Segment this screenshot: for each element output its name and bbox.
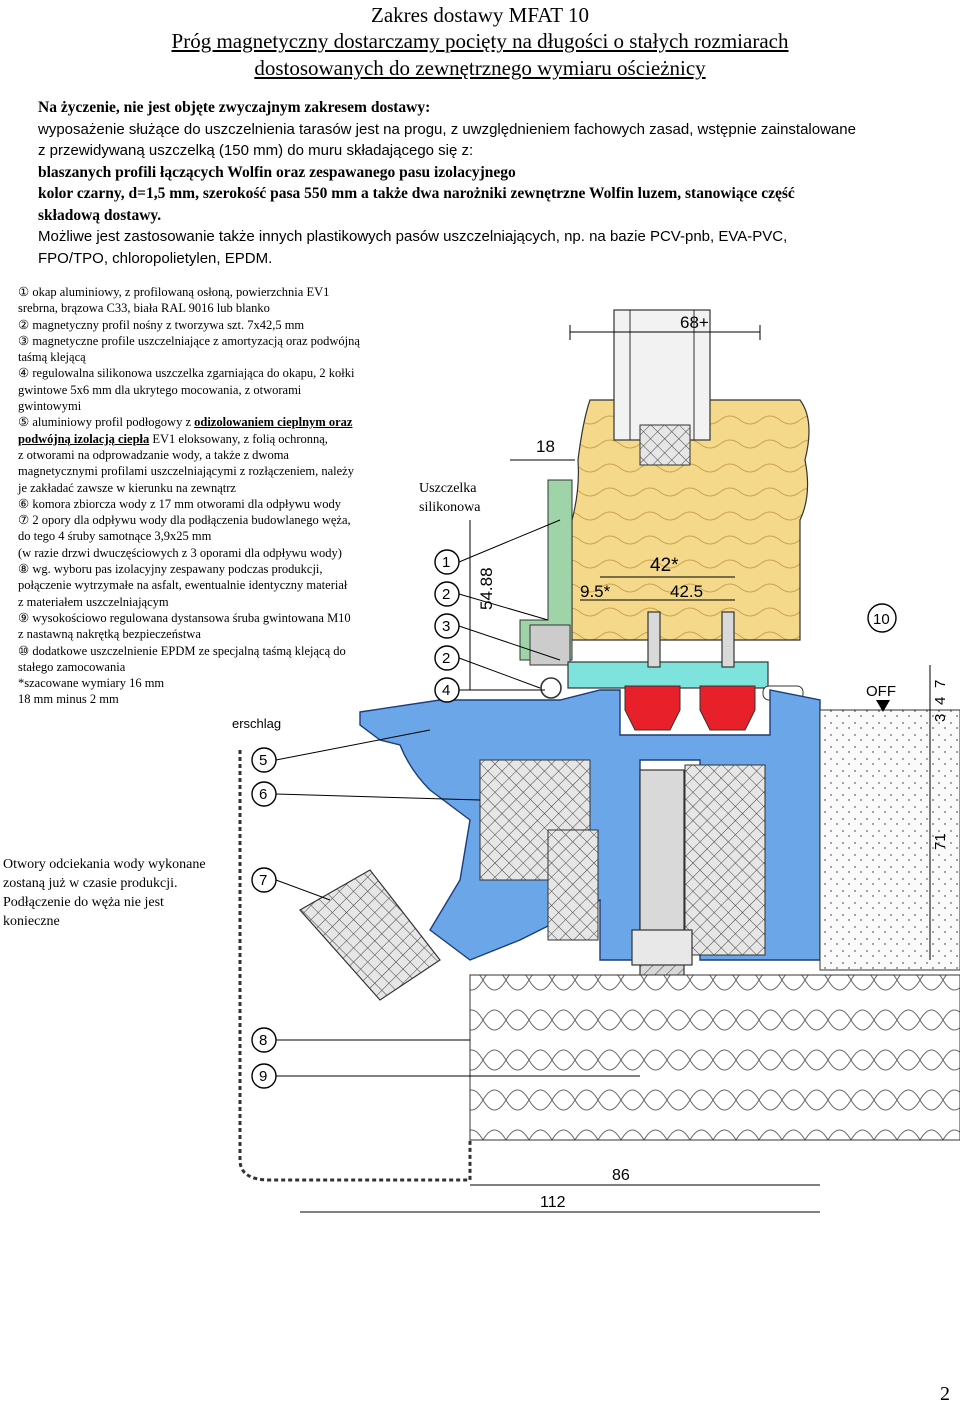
thermal-break-inner — [547, 829, 599, 941]
dim-86: 86 — [612, 1167, 630, 1184]
legend-line: ⑤ aluminiowy profil podłogowy z odizolow… — [18, 414, 413, 430]
legend-line: gwintowymi — [18, 399, 82, 414]
seal-label-line: Uszczelka — [419, 481, 477, 496]
page-header: Zakres dostawy MFAT 10 Próg magnetyczny … — [0, 0, 960, 82]
cyan-mounting-plate — [567, 661, 769, 689]
callout-2b-label: 2 — [442, 650, 450, 667]
interior-screed — [819, 709, 960, 971]
legend-line: z otworami na odprowadzanie wody, a takż… — [18, 447, 289, 462]
component-legend: ① okap aluminiowy, z profilowaną osłoną,… — [18, 284, 413, 708]
intro-line: składową dostawy. — [38, 206, 162, 224]
glazing-spacer — [639, 424, 691, 466]
magnetic-seal-left — [624, 685, 681, 731]
dim-4: 4 — [932, 697, 949, 705]
document-subtitle-line1: Próg magnetyczny dostarczamy pocięty na … — [171, 29, 789, 53]
callout-6-label: 6 — [259, 786, 267, 803]
dim-54-88: 54.88 — [477, 567, 496, 610]
drain-note-line: konieczne — [3, 914, 60, 929]
dim-71: 71 — [932, 833, 949, 850]
thermal-break-right — [684, 764, 766, 956]
dim-9-5: 9.5* — [580, 582, 611, 601]
legend-line: magnetycznymi profilami uszczelniającymi… — [18, 464, 354, 479]
legend-line: ⑦ 2 opory dla odpływu wody dla podłączen… — [18, 513, 351, 528]
dim-112: 112 — [540, 1194, 566, 1211]
legend-line: z nastawną nakrętką bezpieczeństwa — [18, 627, 201, 642]
drain-note-line: Otwory odciekania wody wykonane — [3, 857, 206, 872]
legend-line: ③ magnetyczne profile uszczelniające z a… — [18, 333, 360, 348]
legend-line: ⑥ komora zbiorcza wody z 17 mm otworami … — [18, 496, 341, 511]
intro-line: blaszanych profili łączących Wolfin oraz… — [38, 163, 516, 181]
silicone-seal-label: Uszczelka silikonowa — [419, 479, 480, 517]
intro-line: Na życzenie, nie jest objęte zwyczajnym … — [38, 99, 431, 116]
legend-line: *szacowane wymiary 16 mm — [18, 676, 165, 691]
callout-2-label: 2 — [442, 586, 450, 603]
callout-5-label: 5 — [259, 752, 267, 769]
legend-line: taśmą klejącą — [18, 350, 86, 365]
cut-label: erschlag — [232, 716, 281, 731]
legend-line: gwintowe 5x6 mm dla ukrytego mocowania, … — [18, 382, 302, 397]
gray-insert — [529, 624, 571, 666]
legend-line: ⑨ wysokościowo regulowana dystansowa śru… — [18, 610, 351, 625]
waterproofing-membrane — [238, 750, 472, 1182]
mineral-wool-insulation — [469, 974, 960, 1141]
legend-line: srebrna, brązowa C33, biała RAL 9016 lub… — [18, 301, 270, 316]
legend-line: połączenie wytrzymałe na asfalt, ewentua… — [18, 578, 348, 593]
dim-42: 42* — [650, 555, 679, 576]
legend-line: je zakładać zawsze w kierunku na zewnątr… — [18, 480, 236, 495]
callout-10-label: 10 — [873, 611, 890, 628]
callout-8-label: 8 — [259, 1032, 267, 1049]
dim-68: 68+ — [680, 313, 709, 332]
callout-3-label: 3 — [442, 618, 450, 635]
dim-7: 7 — [932, 680, 949, 688]
intro-line: Możliwe jest zastosowanie także innych p… — [38, 228, 788, 245]
off-arrow — [876, 700, 890, 712]
drain-note-line: Podłączenie do węża nie jest — [3, 895, 164, 910]
intro-line: z przewidywaną uszczelką (150 mm) do mur… — [38, 142, 474, 159]
wood-sash — [571, 399, 810, 641]
dim-18: 18 — [536, 437, 555, 456]
drain-note-line: zostaną już w czasie produkcji. — [3, 876, 178, 891]
legend-line: (w razie drzwi dwuczęściowych z 3 oporam… — [18, 545, 342, 560]
legend-line: 18 mm minus 2 mm — [18, 692, 119, 707]
off-label: OFF — [866, 683, 896, 700]
drain-note: Otwory odciekania wody wykonane zostaną … — [3, 855, 243, 931]
page-number: 2 — [940, 1383, 950, 1405]
dim-42-5: 42.5 — [670, 582, 703, 601]
legend-text: EV1 eloksowany, z folią ochronną, — [149, 431, 328, 446]
intro-line: kolor czarny, d=1,5 mm, szerokość pasa 5… — [38, 185, 795, 202]
document-subtitle-line2: dostosowanych do zewnętrznego wymiaru oś… — [254, 56, 706, 80]
legend-line: stałego zamocowania — [18, 659, 126, 674]
legend-line: ⑩ dodatkowe uszczelnienie EPDM ze specja… — [18, 643, 346, 658]
drain-pipe-stub — [299, 869, 441, 1001]
callout-7-label: 7 — [259, 872, 267, 889]
legend-line: z materiałem uszczelniającym — [18, 594, 169, 609]
legend-line: ⑧ wg. wyboru pas izolacyjny zespawany po… — [18, 562, 323, 577]
legend-line: do tego 4 śruby samotnące 3,9x25 mm — [18, 529, 212, 544]
intro-paragraph: Na życzenie, nie jest objęte zwyczajnym … — [38, 97, 938, 269]
intro-line: wyposażenie służące do uszczelnienia tar… — [38, 120, 856, 138]
legend-line: ② magnetyczny profil nośny z tworzywa sz… — [18, 317, 305, 332]
legend-text: ⑤ aluminiowy profil podłogowy z — [18, 415, 195, 430]
seal-label-line: silikonowa — [419, 500, 481, 515]
callout-4-label: 4 — [442, 682, 450, 699]
legend-line: ① okap aluminiowy, z profilowaną osłoną,… — [18, 285, 330, 299]
magnetic-seal-right — [699, 685, 756, 731]
intro-line: FPO/TPO, chloropolietylen, EPDM. — [38, 249, 273, 267]
document-title: Zakres dostawy MFAT 10 — [371, 3, 589, 27]
callout-9-label: 9 — [259, 1068, 267, 1085]
seal-roller — [540, 677, 562, 699]
legend-line: podwójną izolacją ciepła EV1 eloksowany,… — [18, 431, 413, 447]
screw — [647, 611, 735, 668]
callout-10 — [867, 603, 897, 633]
callout-1-label: 1 — [442, 554, 450, 571]
legend-emphasis: odizolowaniem cieplnym oraz — [194, 415, 353, 430]
legend-emphasis: podwójną izolacją ciepła — [18, 431, 150, 446]
legend-line: ④ regulowalna silikonowa uszczelka zgarn… — [18, 366, 355, 381]
adjusting-nut — [631, 929, 693, 966]
dim-3: 3 — [932, 714, 949, 722]
